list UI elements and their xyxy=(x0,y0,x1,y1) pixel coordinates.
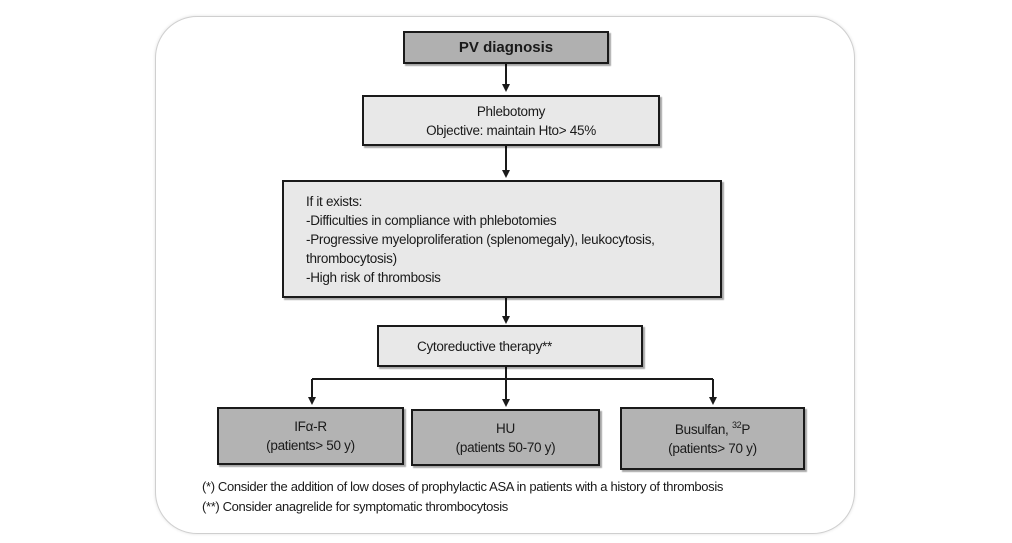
conditions-box: If it exists: -Difficulties in complianc… xyxy=(282,180,722,298)
option-hu-box: HU (patients 50-70 y) xyxy=(411,409,600,466)
footnote-asa: (*) Consider the addition of low doses o… xyxy=(202,479,724,494)
cytoreductive-therapy-box: Cytoreductive therapy** xyxy=(377,325,643,367)
option-ifa-box: IFα-R (patients> 50 y) xyxy=(217,407,404,465)
footnote-anagrelide: (**) Consider anagrelide for symptomatic… xyxy=(202,499,508,514)
phlebotomy-objective: Objective: maintain Hto> 45% xyxy=(426,122,596,138)
conditions-heading: If it exists: xyxy=(306,194,363,209)
pv-diagnosis-label: PV diagnosis xyxy=(458,39,554,56)
cytoreductive-therapy-label: Cytoreductive therapy** xyxy=(417,338,552,354)
option-hu-age: (patients 50-70 y) xyxy=(455,439,556,455)
option-busulfan-age: (patients> 70 y) xyxy=(668,440,757,456)
option-busulfan-name: Busulfan, 32P xyxy=(675,420,750,439)
footnotes: (*) Consider the addition of low doses o… xyxy=(202,477,723,517)
option-hu-name: HU xyxy=(496,420,515,436)
condition-item: -Progressive myeloproliferation (splenom… xyxy=(306,232,655,247)
option-ifa-name: IFα-R xyxy=(294,419,327,434)
option-ifa-age: (patients> 50 y) xyxy=(266,438,355,453)
pv-diagnosis-box: PV diagnosis xyxy=(403,31,609,64)
option-busulfan-name-text: Busulfan, xyxy=(674,421,732,437)
condition-item: -High risk of thrombosis xyxy=(306,270,441,285)
phlebotomy-box: Phlebotomy Objective: maintain Hto> 45% xyxy=(362,95,660,146)
option-busulfan-box: Busulfan, 32P (patients> 70 y) xyxy=(620,407,805,470)
option-busulfan-element: P xyxy=(741,421,751,437)
condition-item: thrombocytosis) xyxy=(306,251,397,266)
option-busulfan-isotope: 32 xyxy=(731,419,742,430)
phlebotomy-label: Phlebotomy xyxy=(476,103,546,119)
condition-item: -Difficulties in compliance with phlebot… xyxy=(306,213,557,228)
